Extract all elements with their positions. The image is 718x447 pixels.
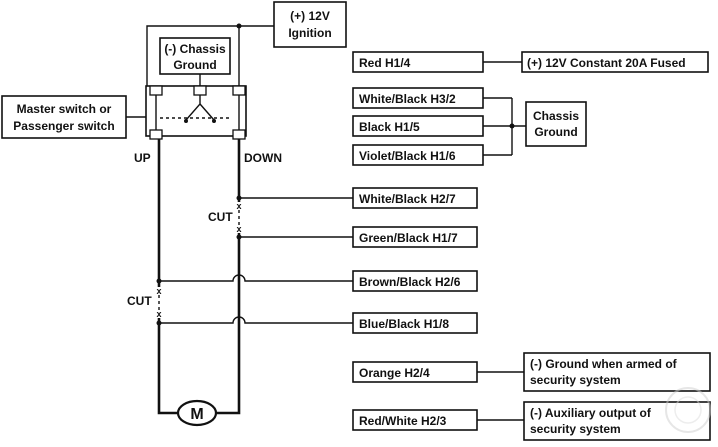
motor-loop-wire-right — [216, 411, 241, 415]
green-black-h1-7-box: Green/Black H1/7 — [352, 226, 478, 248]
blue-black-h1-8-wire — [159, 316, 353, 324]
switch-ground-label-line2: Ground — [173, 58, 216, 72]
watermark-seal — [665, 387, 711, 433]
black-h1-5-box: Black H1/5 — [352, 115, 484, 137]
ignition-box: (+) 12V Ignition — [273, 1, 347, 48]
orange-h2-4-label: Orange H2/4 — [359, 366, 430, 380]
chassis-ground-label-line2: Ground — [534, 125, 577, 139]
violet-black-h1-6-box: Violet/Black H1/6 — [352, 144, 484, 166]
master-switch-label-line2: Passenger switch — [13, 119, 114, 133]
blue-black-h1-8-box: Blue/Black H1/8 — [352, 312, 478, 334]
constant-power-label: (+) 12V Constant 20A Fused — [527, 56, 686, 70]
motor-loop-wire — [157, 411, 178, 415]
ground-armed-label-line1: (-) Ground when armed of — [530, 357, 678, 371]
master-switch-label-line1: Master switch or — [17, 102, 112, 116]
black-h1-5-label: Black H1/5 — [359, 120, 420, 134]
red-h1-4-box: Red H1/4 — [352, 51, 484, 73]
down-label: DOWN — [244, 151, 282, 165]
ground-armed-box: (-) Ground when armed of security system — [523, 352, 711, 392]
chassis-ground-label-line1: Chassis — [533, 109, 579, 123]
cut-mark-down-bottom: x — [236, 224, 241, 234]
up-label: UP — [134, 151, 151, 165]
down-motor-wire: x x — [236, 139, 242, 411]
green-black-h1-7-label: Green/Black H1/7 — [359, 231, 458, 245]
red-white-h2-3-label: Red/White H2/3 — [359, 414, 447, 428]
ignition-feed-wire — [146, 25, 274, 86]
red-white-h2-3-box: Red/White H2/3 — [352, 409, 478, 431]
up-motor-wire: x x — [156, 139, 162, 411]
cut-label-up: CUT — [127, 294, 152, 308]
chassis-ground-bus — [483, 97, 526, 156]
red-h1-4-label: Red H1/4 — [359, 56, 411, 70]
ignition-junction-dot — [236, 23, 242, 29]
chassis-ground-box: Chassis Ground — [525, 101, 587, 147]
brown-black-h2-6-box: Brown/Black H2/6 — [352, 270, 478, 292]
violet-black-h1-6-label: Violet/Black H1/6 — [359, 149, 456, 163]
window-switch — [145, 85, 247, 140]
aux-output-label-line2: security system — [530, 422, 621, 436]
cut-mark-down-top: x — [236, 201, 241, 211]
motor: M — [176, 399, 218, 427]
ground-armed-label-line2: security system — [530, 373, 621, 387]
ignition-label-line2: Ignition — [288, 26, 331, 40]
white-black-h3-2-box: White/Black H3/2 — [352, 87, 484, 109]
cut-mark-up-top: x — [156, 286, 161, 296]
master-switch-box: Master switch or Passenger switch — [1, 95, 127, 139]
aux-output-box: (-) Auxiliary output of security system — [523, 401, 711, 441]
ignition-label-line1: (+) 12V — [290, 9, 330, 23]
switch-ground-label-line1: (-) Chassis — [164, 42, 226, 56]
cut-mark-up-bottom: x — [156, 309, 161, 319]
brown-black-h2-6-label: Brown/Black H2/6 — [359, 275, 461, 289]
constant-power-box: (+) 12V Constant 20A Fused — [521, 51, 709, 73]
switch-ground-box: (-) Chassis Ground — [159, 37, 231, 75]
brown-black-h2-6-wire — [159, 274, 353, 282]
blue-black-h1-8-label: Blue/Black H1/8 — [359, 317, 449, 331]
cut-label-down: CUT — [208, 210, 233, 224]
orange-h2-4-box: Orange H2/4 — [352, 361, 478, 383]
aux-output-label-line1: (-) Auxiliary output of — [530, 406, 652, 420]
white-black-h2-7-box: White/Black H2/7 — [352, 187, 478, 209]
white-black-h2-7-label: White/Black H2/7 — [359, 192, 456, 206]
white-black-h3-2-label: White/Black H3/2 — [359, 92, 456, 106]
motor-label: M — [190, 406, 203, 423]
